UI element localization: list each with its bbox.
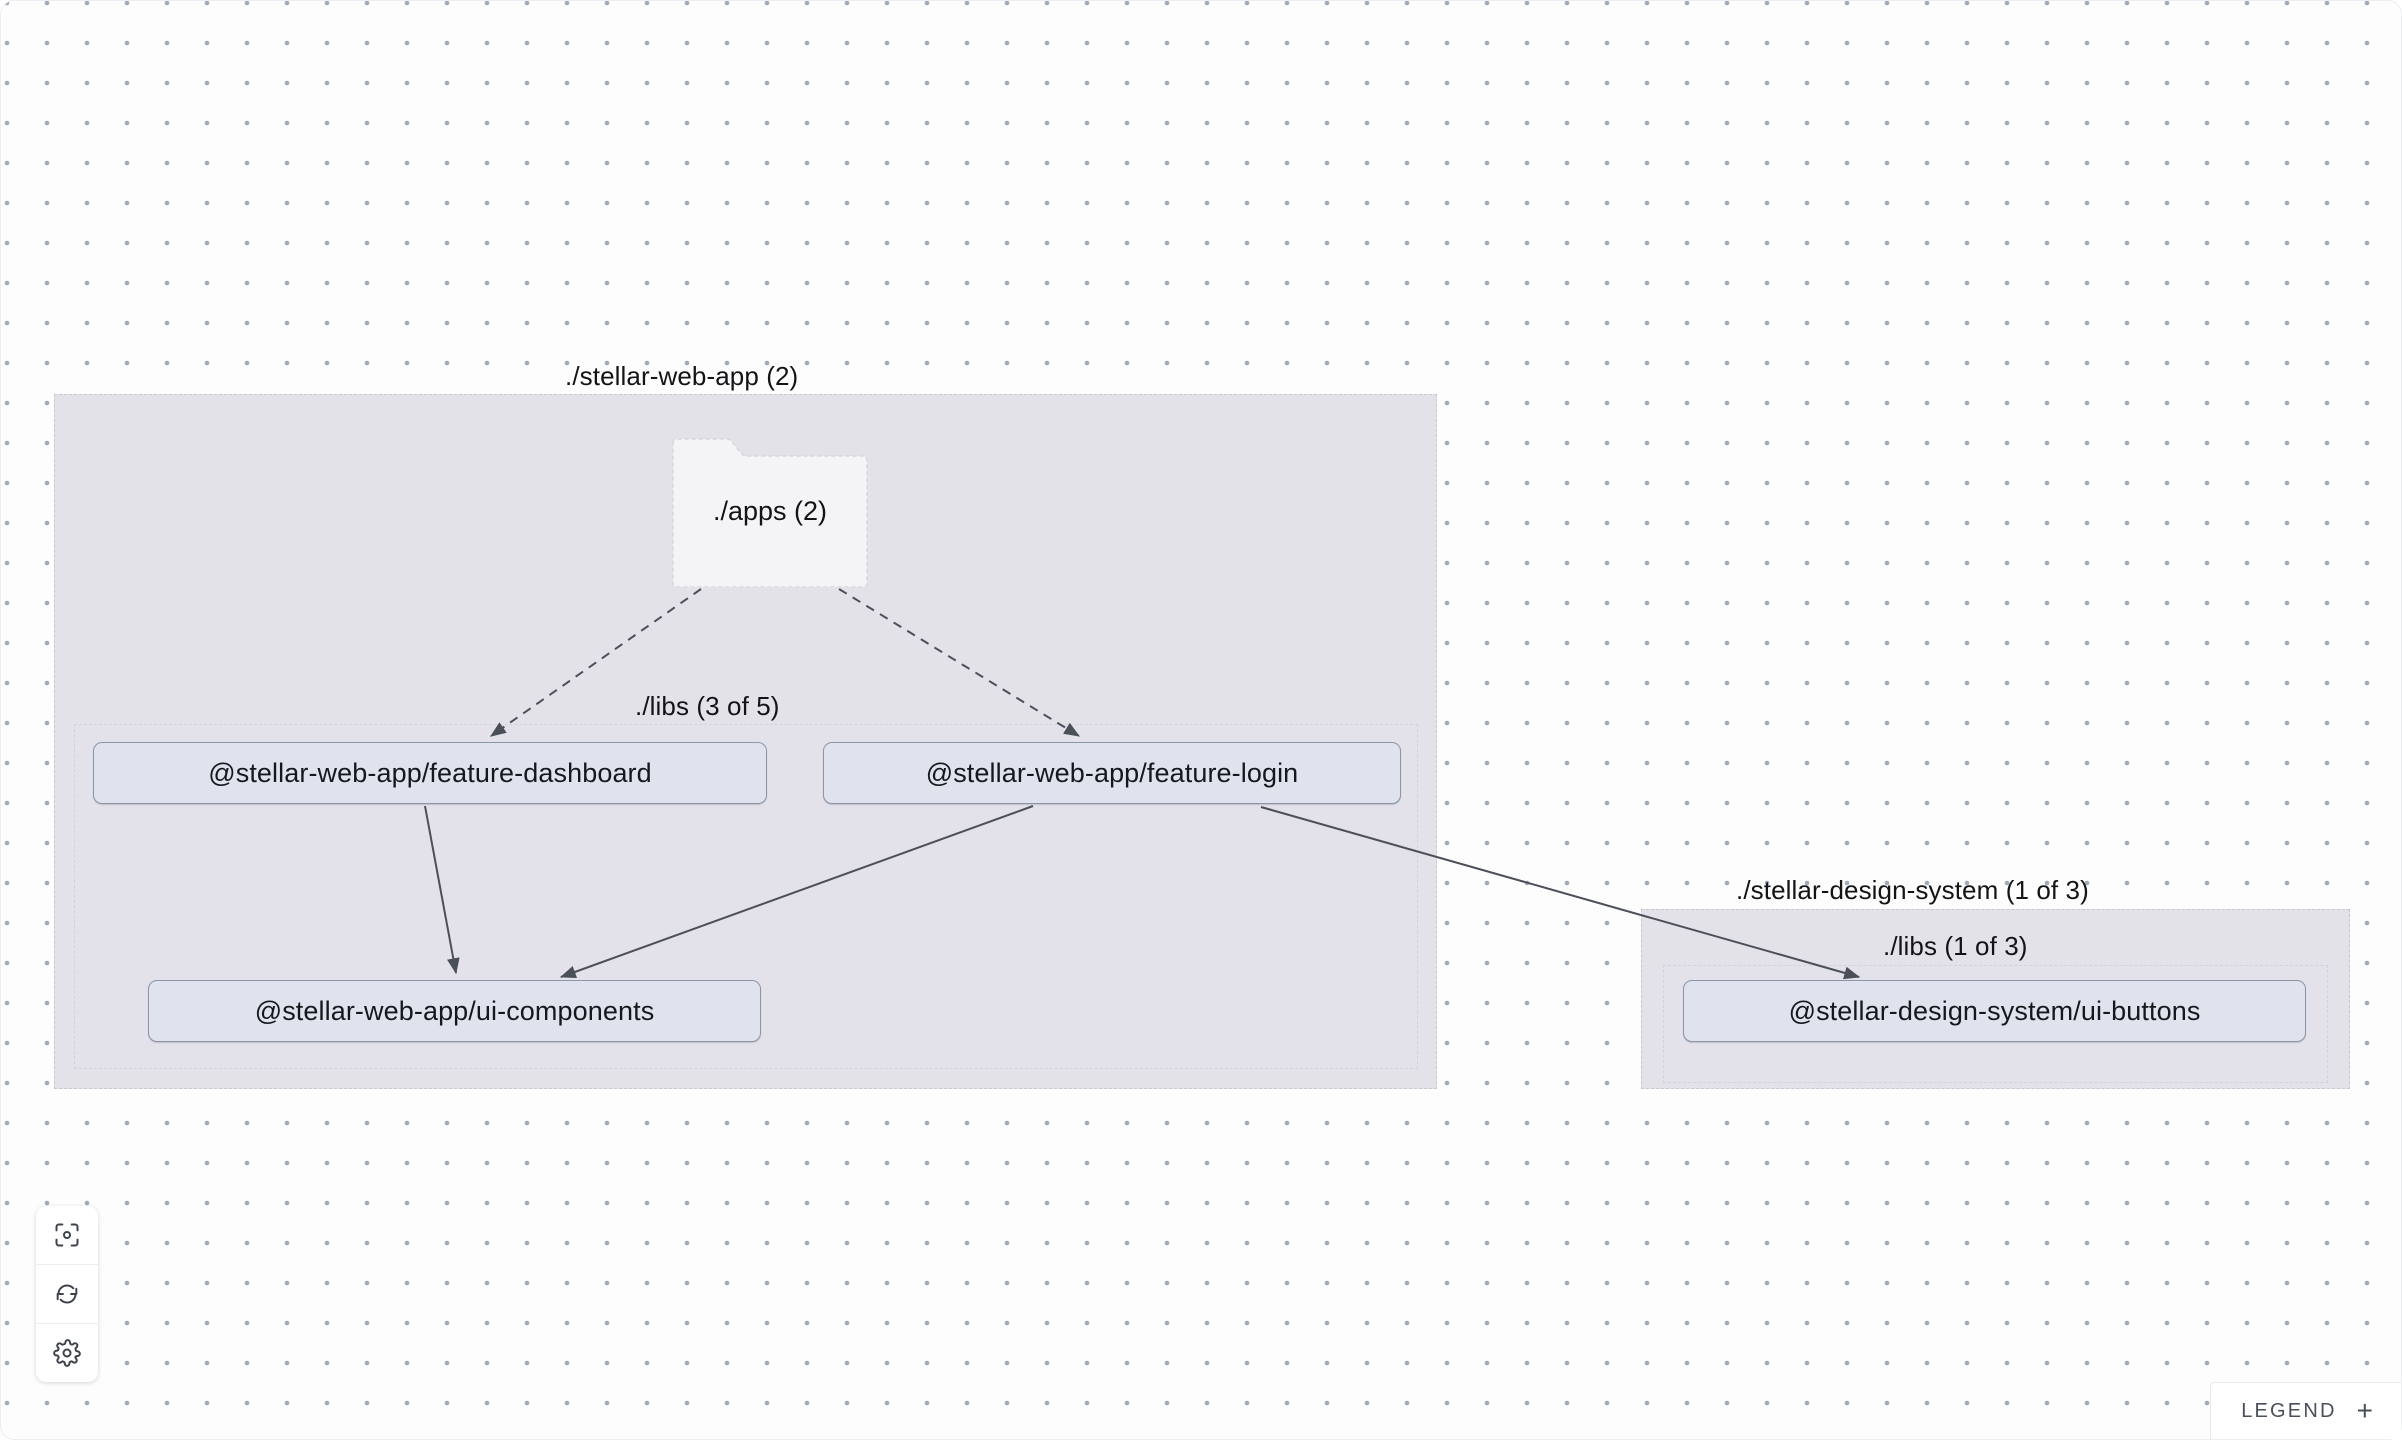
project-node-label: @stellar-design-system/ui-buttons	[1788, 995, 2201, 1026]
folder-node-apps[interactable]: ./apps (2)	[669, 435, 871, 587]
project-node-label: @stellar-web-app/ui-components	[254, 995, 655, 1026]
project-node-ui-buttons[interactable]: @stellar-design-system/ui-buttons	[1683, 980, 2306, 1042]
project-node-ui-components[interactable]: @stellar-web-app/ui-components	[148, 980, 761, 1042]
folder-icon	[672, 438, 868, 587]
refresh-graph-button[interactable]	[36, 1265, 98, 1324]
refresh-icon	[56, 1284, 78, 1304]
settings-button[interactable]	[36, 1324, 98, 1382]
legend-toggle[interactable]: LEGEND +	[2210, 1382, 2401, 1439]
graph-toolbar	[36, 1206, 98, 1382]
project-node-feature-login[interactable]: @stellar-web-app/feature-login	[823, 742, 1401, 804]
group-label-stellar-design-system-libs: ./libs (1 of 3)	[1883, 931, 2028, 961]
project-node-feature-dashboard[interactable]: @stellar-web-app/feature-dashboard	[93, 742, 767, 804]
legend-label: LEGEND	[2241, 1400, 2337, 1422]
group-label-stellar-web-app: ./stellar-web-app (2)	[565, 361, 799, 391]
focus-target-icon	[55, 1223, 79, 1247]
project-node-label: @stellar-web-app/feature-login	[925, 757, 1299, 788]
project-node-label: @stellar-web-app/feature-dashboard	[208, 757, 652, 788]
folder-label-apps: ./apps (2)	[712, 495, 828, 526]
plus-icon: +	[2356, 1395, 2373, 1427]
gear-icon	[53, 1339, 81, 1367]
focus-graph-button[interactable]	[36, 1206, 98, 1265]
group-label-stellar-web-app-libs: ./libs (3 of 5)	[635, 691, 780, 721]
group-label-stellar-design-system: ./stellar-design-system (1 of 3)	[1736, 875, 2089, 905]
